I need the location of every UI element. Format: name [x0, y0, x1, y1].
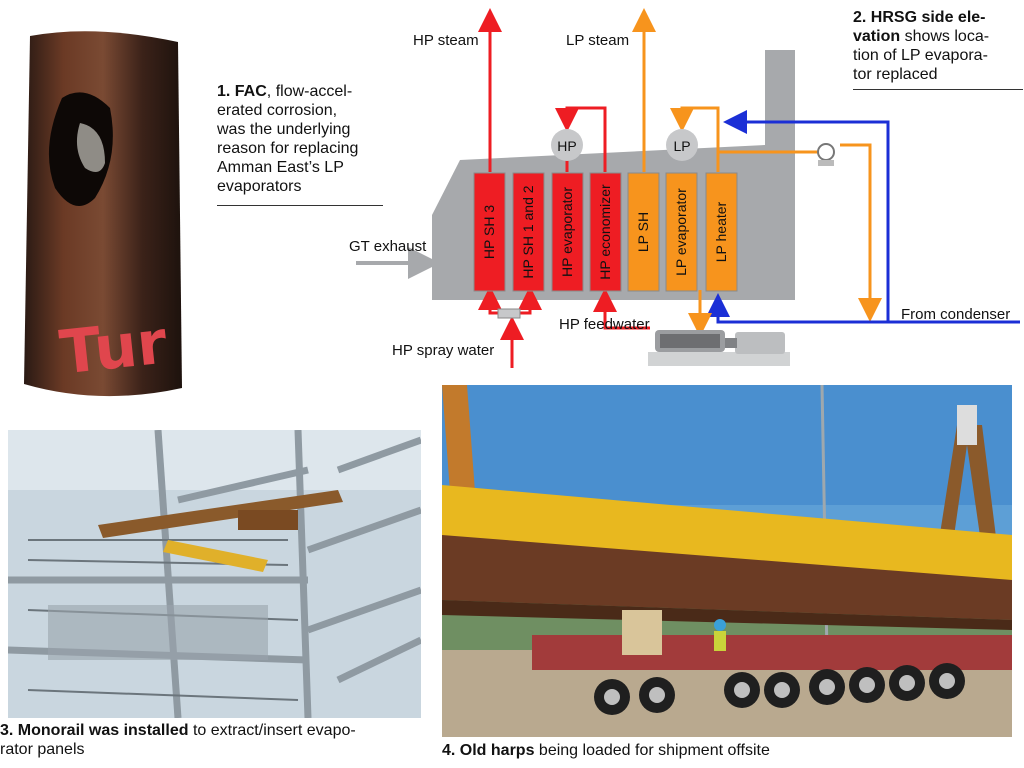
hp-spray-water-label: HP spray water: [392, 342, 494, 359]
gt-exhaust-label: GT exhaust: [349, 238, 427, 255]
fig4-caption-text: being loaded for shipment offsite: [534, 742, 770, 759]
fig2-caption-line: tor replaced: [853, 65, 1023, 84]
fig2-caption-line: 2. HRSG side ele-: [853, 8, 1023, 27]
fig3-caption-text: to extract/insert evapo-: [188, 722, 356, 739]
fig2-caption-text: tion of LP evapora-: [853, 47, 988, 64]
fig2-caption-text: tor replaced: [853, 66, 938, 83]
fig1-caption-line: Amman East’s LP: [217, 158, 387, 177]
condensate-line: [706, 293, 1020, 324]
fig2-caption-line: vation shows loca-: [853, 27, 1023, 46]
corroded-tube-photo: Tur: [0, 28, 202, 406]
attemperator: [497, 308, 521, 319]
fig2-caption-bold: 2. HRSG side ele-: [853, 9, 986, 26]
hp-feedwater-line: [593, 288, 650, 330]
fig1-caption-rule: [217, 205, 383, 206]
hp-drum: [551, 129, 583, 161]
hrsg-section: HP evaporator: [551, 172, 584, 292]
fig1-caption-text: reason for replacing: [217, 140, 359, 157]
fig2-caption: 2. HRSG side ele-vation shows loca-tion …: [853, 8, 1023, 84]
hrsg-section-label: HP evaporator: [559, 187, 575, 277]
hrsg-section-label: HP SH 1 and 2: [520, 185, 536, 278]
fig4-caption-bold: 4. Old harps: [442, 742, 535, 759]
fig2-caption-text: shows loca-: [900, 28, 990, 45]
hrsg-section: LP heater: [705, 172, 738, 292]
fig1-caption-text: Amman East’s LP: [217, 159, 344, 176]
from-condenser-label: From condenser: [901, 306, 1010, 323]
hrsg-section: LP SH: [627, 172, 660, 292]
lp-steam-label: LP steam: [566, 32, 629, 49]
tube-paint-marking: Tur: [56, 307, 171, 389]
hp-feedwater-label: HP feedwater: [559, 316, 650, 333]
hrsg-section: HP SH 3: [473, 172, 506, 292]
fig2-caption-line: tion of LP evapora-: [853, 46, 1023, 65]
fig1-caption-line: 1. FAC, flow-accel-: [217, 82, 387, 101]
monorail-photo: [8, 430, 421, 718]
hrsg-section: LP evaporator: [665, 172, 698, 292]
fig2-caption-bold: vation: [853, 28, 901, 45]
lp-drum-loop: [670, 106, 720, 172]
fig4-caption: 4. Old harps being loaded for shipment o…: [442, 741, 1022, 760]
lp-drum: [666, 129, 698, 161]
fig1-caption-line: evaporators: [217, 177, 387, 196]
hp-steam-label: HP steam: [413, 32, 479, 49]
fig1-caption-text: , flow-accel-: [266, 83, 353, 100]
feedwater-pump-skid: [648, 330, 790, 366]
lp-drum-label: LP: [673, 138, 690, 154]
hp-drum-label: HP: [557, 138, 576, 154]
fig1-caption-text: was the underlying: [217, 121, 351, 138]
hrsg-section: HP SH 1 and 2: [512, 172, 545, 292]
fig2-caption-rule: [853, 89, 1023, 90]
hrsg-section: HP economizer: [589, 172, 622, 292]
lp-recirc-pump: [817, 143, 835, 166]
fig1-caption-bold: 1. FAC: [217, 83, 267, 100]
hrsg-diagram: HP SH 3 HP SH 1 and 2 HP evaporator HP econ…: [349, 8, 1020, 368]
hrsg-section-label: HP SH 3: [481, 205, 497, 259]
harps-shipment-photo: [442, 385, 1012, 737]
fig1-caption-line: erated corrosion,: [217, 101, 387, 120]
fig1-caption-line: was the underlying: [217, 120, 387, 139]
fig1-caption: 1. FAC, flow-accel-erated corrosion, was …: [217, 82, 387, 196]
fig1-caption-text: evaporators: [217, 178, 302, 195]
fig3-caption-bold: 3. Monorail was installed: [0, 722, 189, 739]
fig1-caption-text: erated corrosion,: [217, 102, 338, 119]
hrsg-section-label: LP evaporator: [673, 188, 689, 276]
hrsg-section-label: HP economizer: [597, 184, 613, 280]
hrsg-section-label: LP heater: [713, 201, 729, 262]
fig3-caption-line2: rator panels: [0, 741, 85, 758]
hrsg-section-label: LP SH: [635, 212, 651, 252]
fig1-caption-line: reason for replacing: [217, 139, 387, 158]
fig3-caption: 3. Monorail was installed to extract/ins…: [0, 721, 430, 759]
